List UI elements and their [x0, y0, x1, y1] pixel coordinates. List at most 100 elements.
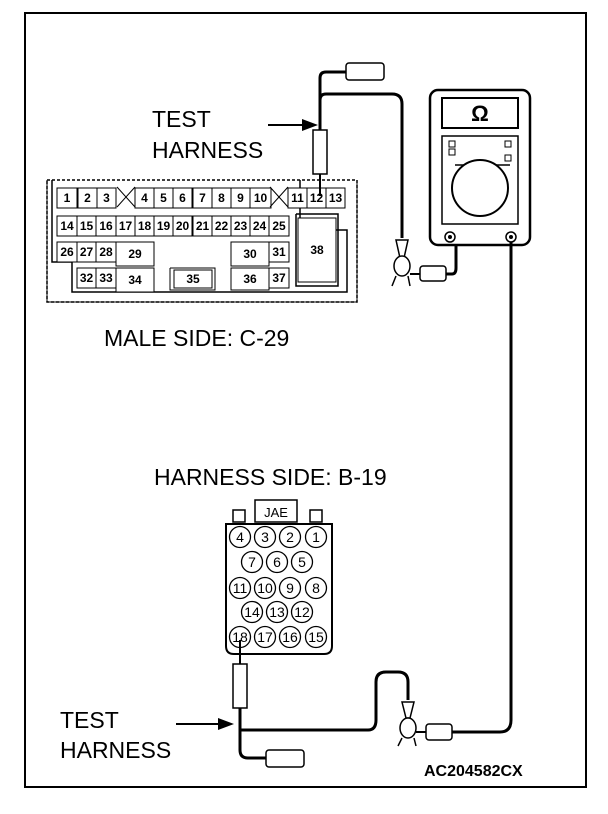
connector-pin: 10 — [249, 187, 272, 209]
test-harness-top-label-line2: HARNESS — [152, 137, 263, 163]
connector-pin: 16 — [95, 215, 117, 237]
test-harness-top-label-line1: TEST — [152, 106, 211, 132]
pin-label: 14 — [60, 219, 74, 233]
connector-pin: 27 — [76, 241, 97, 263]
pin-label: 3 — [103, 191, 110, 205]
pin-label: 13 — [329, 191, 343, 205]
pin-label: 18 — [138, 219, 152, 233]
connector-pin: 13 — [325, 187, 346, 209]
connector-tag-label: JAE — [264, 505, 288, 520]
connector-pin: 4 — [134, 187, 155, 209]
pin-label: 27 — [80, 245, 94, 259]
test-harness-top — [312, 62, 458, 287]
connector-pin: 1 — [56, 187, 78, 209]
connector-pin: 37 — [268, 267, 290, 289]
connector-pin: 16 — [278, 625, 302, 649]
key-mark-icon — [269, 186, 289, 208]
pin-label: 25 — [272, 219, 286, 233]
connector-pin: 6 — [172, 187, 193, 209]
pin-label: 8 — [218, 191, 225, 205]
pin-label: 10 — [254, 191, 268, 205]
meter-lead-wire — [452, 242, 513, 734]
pin-label: 5 — [160, 191, 167, 205]
pin-label: 19 — [157, 219, 171, 233]
pin-label: 1 — [64, 191, 71, 205]
pin-label: 22 — [215, 219, 229, 233]
test-harness-bottom — [232, 640, 453, 768]
pin-label: 24 — [253, 219, 267, 233]
connector-pin: 2 — [278, 525, 302, 549]
test-harness-bottom-label-line2: HARNESS — [60, 737, 171, 763]
connector-pin: 14 — [240, 600, 264, 624]
pin-label: 21 — [196, 219, 210, 233]
pin-label: 11 — [291, 191, 304, 205]
connector-pin: 34 — [115, 267, 155, 293]
pin-label: 9 — [286, 580, 294, 596]
ohm-symbol-icon: Ω — [471, 101, 489, 126]
pin-label: 37 — [272, 271, 286, 285]
pin-label: 18 — [232, 629, 248, 645]
connector-pin: 31 — [268, 241, 290, 263]
connector-pin: 28 — [95, 241, 117, 263]
arrow-icon — [176, 718, 234, 730]
connector-pin: 7 — [192, 187, 213, 209]
pin-label: 4 — [236, 529, 244, 545]
connector-pin: 7 — [240, 550, 264, 574]
connector-pin: 5 — [290, 550, 314, 574]
connector-pin: 13 — [265, 600, 289, 624]
connector-pin: 32 — [76, 267, 97, 289]
pin-label: 12 — [310, 191, 324, 205]
pin-label: 28 — [99, 245, 113, 259]
pin-label: 15 — [308, 629, 324, 645]
connector-latch — [295, 213, 339, 287]
connector-pin: 36 — [230, 267, 270, 291]
connector-pin: 26 — [56, 241, 78, 263]
connector-pin: 5 — [153, 187, 174, 209]
pin-label: 5 — [298, 554, 306, 570]
pin-label: 6 — [179, 191, 186, 205]
connector-pin: 14 — [56, 215, 78, 237]
pin-label: 2 — [286, 529, 294, 545]
connector-pin: 19 — [153, 215, 174, 237]
connector-pin: 22 — [211, 215, 232, 237]
arrow-icon — [268, 119, 318, 131]
connector-pin: 11 — [287, 187, 308, 209]
connector-pin: 18 — [134, 215, 155, 237]
pin-label: 11 — [233, 580, 248, 596]
pin-label: 15 — [80, 219, 94, 233]
connector-pin: 29 — [115, 241, 155, 267]
connector-pin: 2 — [77, 187, 98, 209]
pin-label: 8 — [312, 580, 320, 596]
connector-pin: 12 — [290, 600, 314, 624]
connector-pin: 6 — [265, 550, 289, 574]
pin-label: 16 — [99, 219, 113, 233]
pin-label: 20 — [176, 219, 190, 233]
pin-label: 6 — [273, 554, 281, 570]
test-harness-bottom-label-line1: TEST — [60, 707, 119, 733]
pin-label: 17 — [119, 219, 133, 233]
pin-label: 3 — [261, 529, 269, 545]
connector-pin: 11 — [228, 576, 252, 600]
pin-label: 32 — [80, 271, 94, 285]
pin-label: 16 — [282, 629, 298, 645]
pin-label: 10 — [257, 580, 273, 596]
diagram-frame — [24, 12, 587, 788]
connector-pin: 35 — [173, 269, 213, 289]
connector-pin: 3 — [96, 187, 117, 209]
male-side-label: MALE SIDE: C-29 — [104, 325, 289, 351]
pin-label: 34 — [128, 273, 142, 287]
connector-pin: 23 — [230, 215, 251, 237]
connector-pin: 17 — [115, 215, 136, 237]
pin-label: 17 — [257, 629, 273, 645]
connector-pin: 3 — [253, 525, 277, 549]
connector-pin: 8 — [211, 187, 232, 209]
connector-pin: 1 — [304, 525, 328, 549]
pin-label: 2 — [84, 191, 91, 205]
pin-label: 36 — [243, 272, 257, 286]
connector-pin: 17 — [253, 625, 277, 649]
pin-label: 1 — [312, 529, 320, 545]
harness-side-label: HARNESS SIDE: B-19 — [154, 464, 387, 490]
